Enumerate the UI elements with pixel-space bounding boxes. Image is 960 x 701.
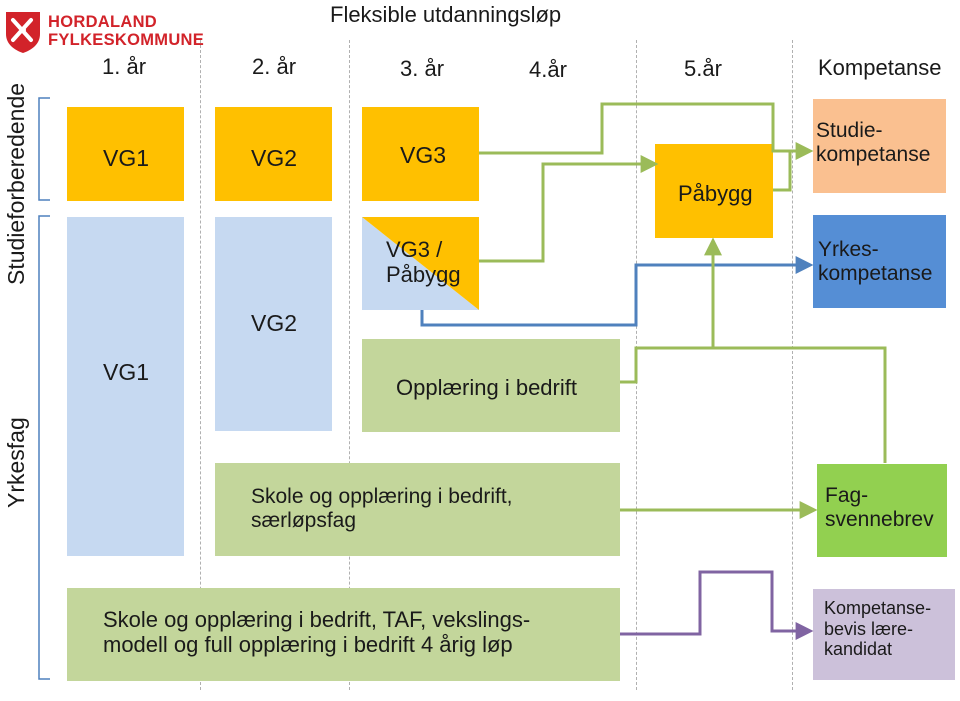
- arrow-vg3-to-studiekompetanse: [479, 102, 814, 160]
- year-header-2: 2. år: [252, 54, 297, 79]
- column-divider: [349, 40, 350, 690]
- opplaering-box: Opplæring i bedrift: [362, 339, 620, 432]
- fagbrev-box: Fag- svennebrev: [817, 464, 947, 557]
- hordaland-logo: HORDALAND FYLKESKOMMUNE: [4, 10, 204, 54]
- fagbrev-label: Fag- svennebrev: [825, 484, 934, 532]
- pabygg-label: Påbygg: [678, 181, 753, 206]
- skole-taf-box: Skole og opplæring i bedrift, TAF, veksl…: [67, 588, 620, 681]
- year-header-1: 1. år: [102, 54, 147, 79]
- opplaering-label: Opplæring i bedrift: [396, 375, 577, 400]
- column-divider: [200, 40, 201, 690]
- studiekompetanse-box: Studie- kompetanse: [813, 99, 946, 193]
- kompetansebevis-label: Kompetanse- bevis lære- kandidat: [824, 598, 932, 660]
- yrkeskompetanse-box: Yrkes- kompetanse: [813, 215, 946, 308]
- vg2-yrkesfag-label: VG2: [251, 310, 298, 336]
- year-header-4: 4.år: [529, 57, 567, 82]
- vg3-pabygg-label: VG3 / Påbygg: [386, 237, 461, 288]
- competence-header: Kompetanse: [818, 55, 942, 80]
- vg2-studie-label: VG2: [251, 145, 298, 171]
- arrow-vg3pabygg-to-pabygg: [479, 155, 659, 263]
- skole-taf-label: Skole og opplæring i bedrift, TAF, veksl…: [103, 607, 531, 658]
- vg1-studie-box: VG1: [67, 107, 184, 201]
- skole-saerlop-label: Skole og opplæring i bedrift, særløpsfag: [251, 485, 513, 533]
- year-header-5: 5.år: [684, 56, 722, 81]
- arrow-opplaering-to-pabygg: [620, 346, 887, 463]
- vg3-pabygg-box: VG3 / Påbygg: [362, 217, 479, 310]
- vg1-yrkesfag-box: VG1: [67, 217, 184, 556]
- pabygg-box: Påbygg: [655, 144, 773, 238]
- studiekompetanse-label: Studie- kompetanse: [816, 119, 931, 167]
- side-brackets: [38, 97, 50, 680]
- arrow-vg3pabygg-to-yrkeskompetanse: [420, 256, 814, 327]
- vg3-studie-box: VG3: [362, 107, 479, 201]
- vg1-studie-label: VG1: [103, 145, 150, 171]
- vg2-yrkesfag-box: VG2: [215, 217, 332, 431]
- arrow-pabygg-to-studiekompetanse: [773, 152, 792, 192]
- diagram-title: Fleksible utdanningsløp: [330, 2, 562, 27]
- skole-saerlop-box: Skole og opplæring i bedrift, særløpsfag: [215, 463, 620, 556]
- logo-line2: FYLKESKOMMUNE: [48, 31, 205, 49]
- arrow-taf-to-kompetansebevis: [620, 570, 814, 640]
- coat-of-arms-icon: [6, 12, 40, 53]
- vg2-studie-box: VG2: [215, 107, 332, 201]
- column-divider: [792, 40, 793, 690]
- yrkeskompetanse-label: Yrkes- kompetanse: [818, 238, 933, 286]
- vg3-studie-label: VG3: [400, 142, 447, 168]
- year-header-3: 3. år: [400, 56, 445, 81]
- kompetansebevis-box: Kompetanse- bevis lære- kandidat: [813, 589, 955, 680]
- vg3-pabygg-split-fill: [362, 217, 479, 310]
- vg1-yrkesfag-label: VG1: [103, 359, 150, 385]
- logo-line1: HORDALAND: [48, 13, 158, 31]
